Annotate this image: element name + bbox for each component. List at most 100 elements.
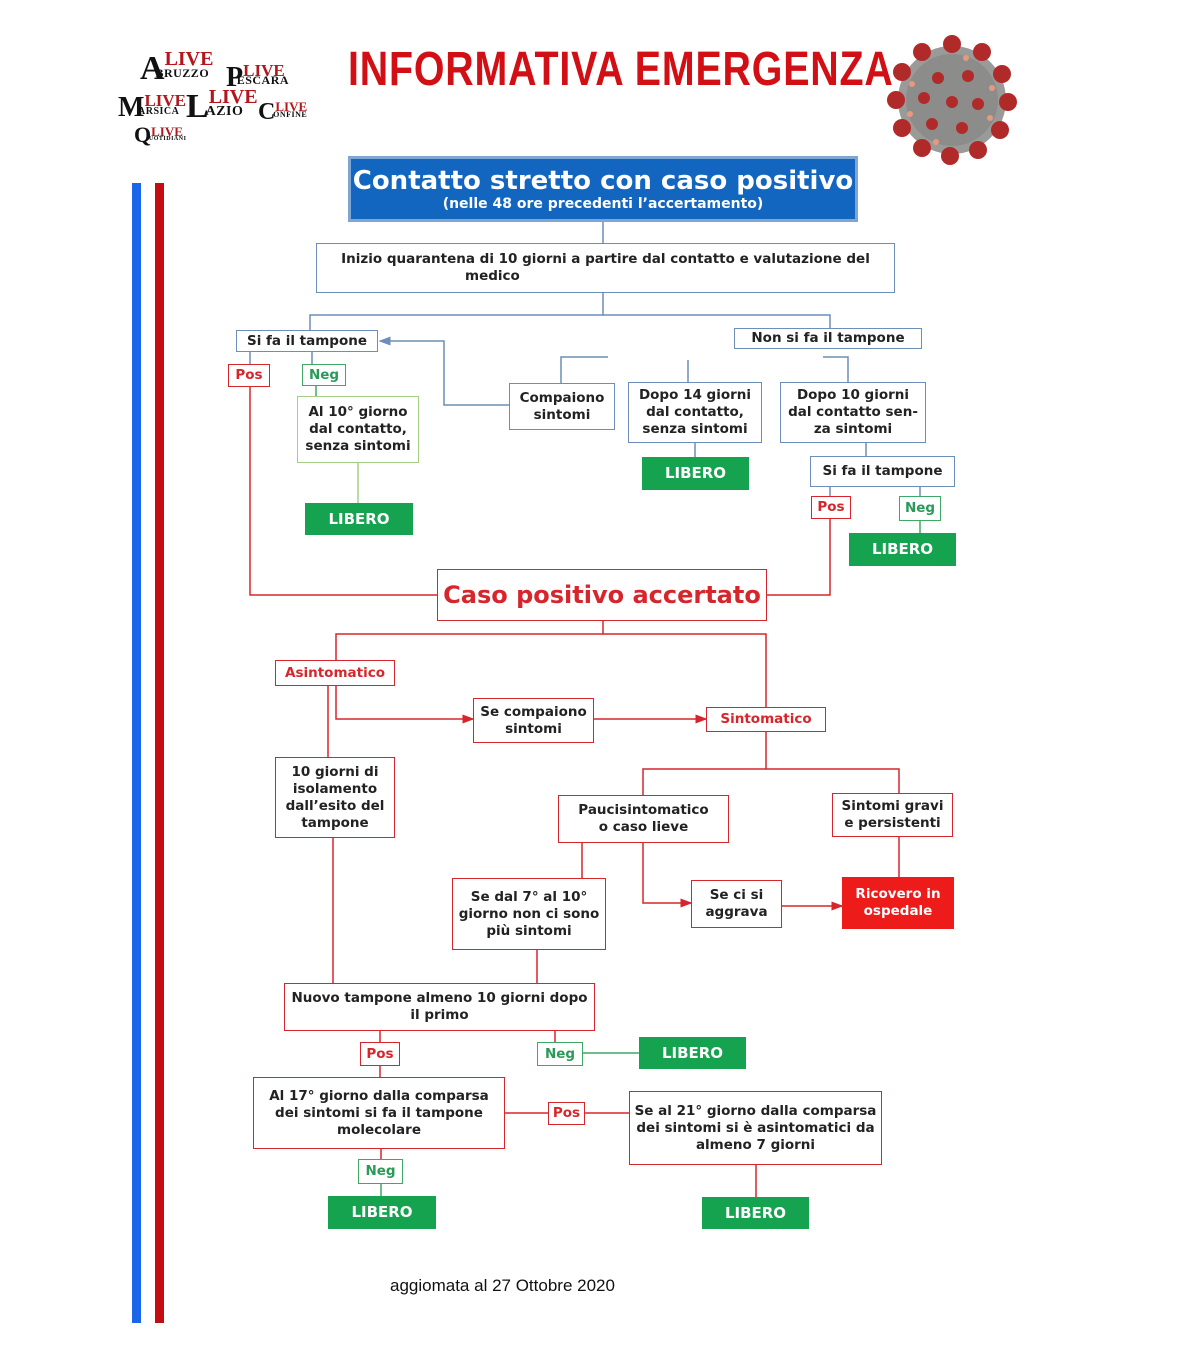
isolamento-line3: dall’esito del	[285, 797, 385, 814]
compaiono-sintomi-box: Compaiono sintomi	[509, 383, 615, 430]
se7-line2: giorno non ci sono	[458, 905, 600, 922]
al-10-line2: dal contatto,	[309, 421, 407, 437]
connector	[560, 356, 608, 383]
connector	[823, 356, 849, 383]
connector	[249, 387, 437, 596]
blue-side-stripe	[132, 183, 141, 1323]
dopo10-line2: dal contatto sen-	[788, 404, 918, 420]
pauci-line1: Paucisintomatico	[578, 802, 709, 818]
asintomatico-box: Asintomatico	[275, 660, 395, 686]
compaiono-line2: sintomi	[533, 406, 591, 423]
isolamento-line2: isolamento	[292, 780, 378, 797]
se-dal-7-al-10-box: Se dal 7° al 10° giorno non ci sono più …	[452, 878, 606, 950]
contatto-stretto-box: Contatto stretto con caso positivo (nell…	[348, 156, 858, 222]
se-compaiono-line2: sintomi	[505, 720, 562, 737]
libero-badge: LIBERO	[639, 1037, 746, 1069]
libero-badge: LIBERO	[702, 1197, 809, 1229]
si-fa-tampone-box: Si fa il tampone	[236, 330, 378, 352]
connector	[603, 314, 831, 328]
aggrava-line2: aggrava	[705, 904, 768, 920]
connector	[642, 731, 767, 795]
libero-badge: LIBERO	[849, 533, 956, 566]
logo-confine-live: CLIVEONFINE	[258, 99, 308, 125]
pauci-line2: o caso lieve	[598, 819, 689, 835]
coronavirus-icon	[887, 35, 1017, 165]
se21-line3: almeno 7 giorni	[695, 1136, 816, 1153]
al17-line3: molecolare	[337, 1121, 421, 1138]
connector	[335, 621, 604, 660]
isolamento-box: 10 giorni di isolamento dall’esito del t…	[275, 757, 395, 838]
update-date-note: aggiomata al 27 Ottobre 2020	[390, 1276, 615, 1295]
logo-abruzzo-live: ALIVEBRUZZO	[140, 48, 214, 87]
logo-marsica-live: MLIVEARSICA	[118, 91, 187, 123]
red-side-stripe	[155, 183, 164, 1323]
se7-line3: più sintomi	[486, 922, 572, 939]
se21-line1: Se al 21° giorno dalla comparsa	[634, 1102, 877, 1119]
connector	[309, 293, 604, 330]
pos-label: Pos	[811, 496, 851, 519]
gravi-line2: e persistenti	[844, 815, 941, 831]
dopo10-line3: za sintomi	[813, 421, 893, 437]
al17-line2: dei sintomi si fa il tampone	[275, 1104, 483, 1121]
caso-positivo-box: Caso positivo accertato	[437, 569, 767, 621]
dopo14-line2: dal contatto,	[646, 404, 744, 420]
isolamento-line1: 10 giorni di	[291, 763, 379, 780]
neg-label: Neg	[899, 496, 941, 521]
si-fa-tampone-box-2: Si fa il tampone	[810, 456, 955, 487]
quarantena-line1: Inizio quarantena di 10 giorni a partire…	[341, 251, 870, 267]
al-10-line3: senza sintomi	[305, 438, 411, 454]
logo-quotidiani-live: QLIVEUOTIDIANI	[134, 122, 187, 147]
arrow-connector	[378, 336, 511, 406]
se-al-21-giorno-box: Se al 21° giorno dalla comparsa dei sint…	[629, 1091, 882, 1165]
dopo-10-giorni-box: Dopo 10 giorni dal contatto sen- za sint…	[780, 382, 926, 443]
pos-label: Pos	[360, 1042, 400, 1066]
non-si-fa-tampone-box: Non si fa il tampone	[734, 328, 922, 349]
arrow-connector	[642, 843, 693, 908]
neg-label: Neg	[358, 1159, 403, 1184]
contatto-stretto-subtitle: (nelle 48 ore precedenti l’accertamento)	[442, 196, 764, 212]
ricovero-line1: Ricovero in	[855, 886, 941, 902]
libero-badge: LIBERO	[305, 503, 413, 535]
connector	[603, 633, 767, 707]
dopo-14-giorni-box: Dopo 14 giorni dal contatto, senza sinto…	[628, 382, 762, 443]
aggrava-line1: Se ci si	[709, 887, 764, 903]
quarantena-box: Inizio quarantena di 10 giorni a partire…	[316, 243, 895, 293]
se-compaiono-line1: Se compaiono	[480, 703, 587, 720]
libero-badge: LIBERO	[642, 457, 749, 490]
connector	[766, 768, 900, 793]
pos-label: Pos	[228, 364, 270, 387]
logo-lazio-live: LLIVEAZIO	[186, 86, 258, 125]
logo-pescara-live: PLIVEESCARA	[226, 61, 290, 93]
al17-line1: Al 17° giorno dalla comparsa	[269, 1087, 489, 1104]
libero-badge: LIBERO	[328, 1196, 436, 1229]
dopo14-line3: senza sintomi	[642, 421, 748, 437]
nuovo-line1: Nuovo tampone almeno 10 giorni dopo	[291, 990, 588, 1006]
se21-line2: dei sintomi si è asintomatici da	[636, 1119, 875, 1136]
neg-label: Neg	[302, 364, 346, 386]
quarantena-line2: medico	[465, 268, 520, 284]
nuovo-tampone-box: Nuovo tampone almeno 10 giorni dopo il p…	[284, 983, 595, 1031]
connector	[767, 519, 831, 596]
al-10-line1: Al 10° giorno	[308, 404, 408, 420]
dopo10-line1: Dopo 10 giorni	[796, 387, 910, 403]
al-17-giorno-box: Al 17° giorno dalla comparsa dei sintomi…	[253, 1077, 505, 1149]
ricovero-line2: ospedale	[863, 903, 933, 919]
paucisintomatico-box: Paucisintomatico o caso lieve	[558, 795, 729, 843]
arrow-connector	[335, 686, 475, 724]
ricovero-ospedale-box: Ricovero in ospedale	[842, 877, 954, 929]
sintomatico-box: Sintomatico	[706, 707, 826, 732]
gravi-line1: Sintomi gravi	[841, 798, 944, 814]
pos-label: Pos	[548, 1102, 585, 1125]
compaiono-line1: Compaiono	[519, 389, 605, 406]
nuovo-line2: il primo	[410, 1007, 469, 1023]
se-compaiono-sintomi-box: Se compaiono sintomi	[473, 698, 594, 743]
se7-line1: Se dal 7° al 10°	[470, 888, 588, 905]
neg-label: Neg	[537, 1042, 583, 1066]
isolamento-line4: tampone	[301, 814, 369, 831]
sintomi-gravi-box: Sintomi gravi e persistenti	[832, 793, 953, 837]
se-ci-si-aggrava-box: Se ci si aggrava	[691, 880, 782, 928]
dopo14-line1: Dopo 14 giorni	[638, 387, 752, 403]
al-10-giorno-box: Al 10° giorno dal contatto, senza sintom…	[297, 396, 419, 463]
contatto-stretto-title: Contatto stretto con caso positivo	[352, 166, 854, 196]
